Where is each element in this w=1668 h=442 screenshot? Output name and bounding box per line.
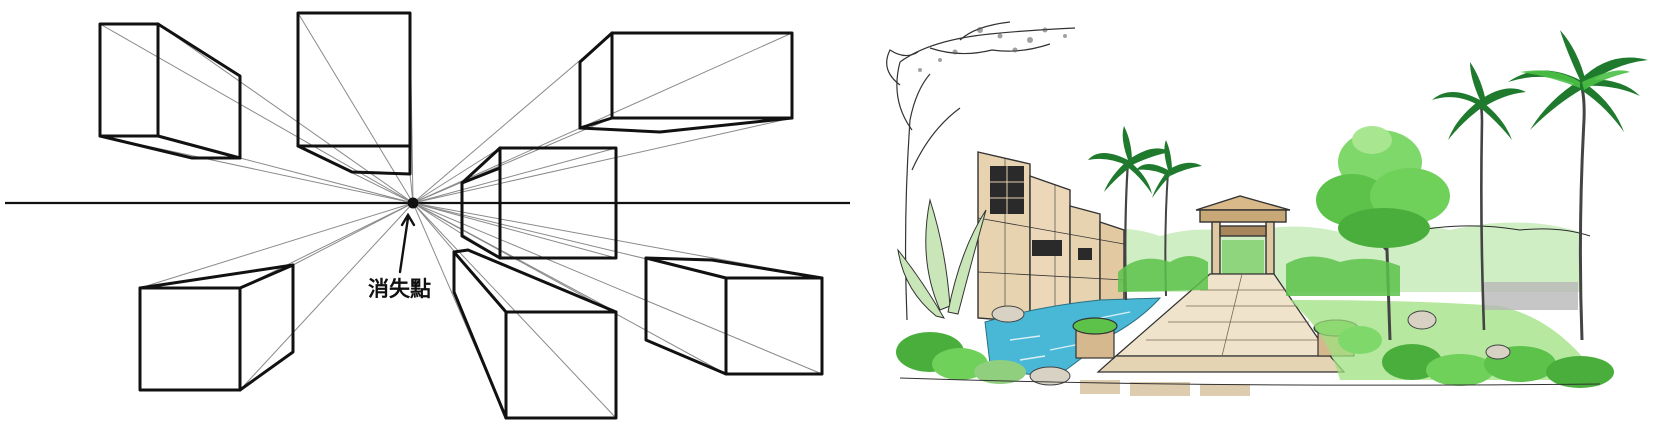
- landscape-sketch: [887, 22, 1648, 396]
- perspective-diagram: 消失點: [5, 13, 850, 418]
- upper-middle-box: [298, 13, 410, 174]
- upper-right-box: [580, 33, 792, 132]
- vanishing-point-dot: [408, 198, 419, 209]
- upper-left-box: [100, 24, 240, 158]
- tropical-plant-left: [898, 200, 986, 318]
- vanishing-point-label: 消失點: [368, 277, 431, 301]
- distant-water: [1482, 282, 1578, 310]
- lower-left-box: [140, 265, 293, 390]
- lower-right-box: [646, 258, 822, 374]
- vanishing-point-arrow: [400, 215, 414, 272]
